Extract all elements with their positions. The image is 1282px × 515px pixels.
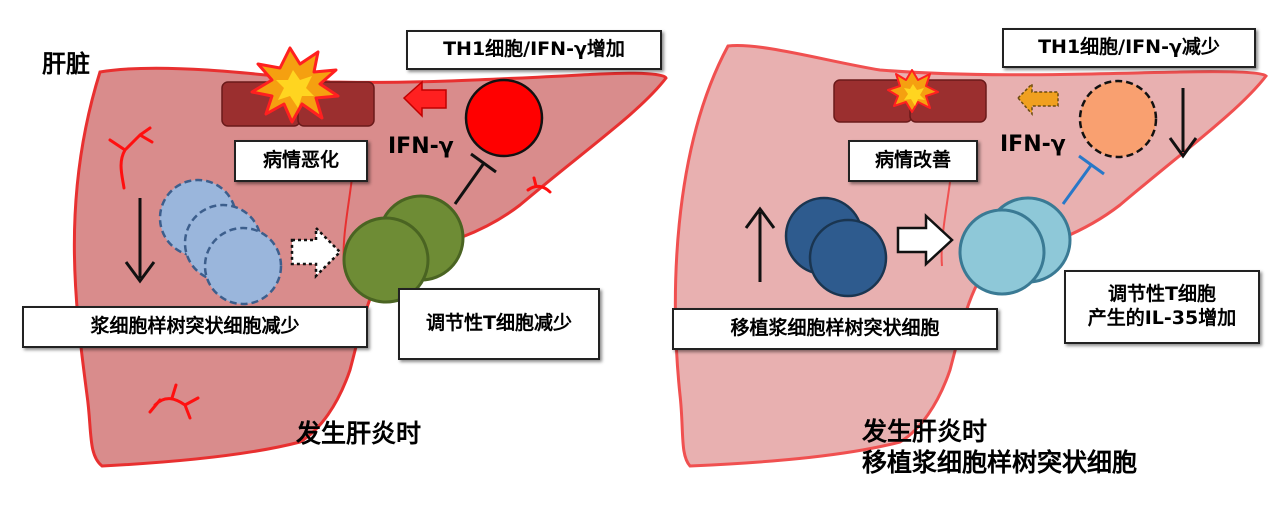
right-panel xyxy=(673,43,1268,468)
right-ifn-label: IFN-γ xyxy=(1000,132,1066,157)
left-condition-box: 病情恶化 xyxy=(234,140,368,182)
left-vessel-3 xyxy=(526,176,552,194)
right-treg-line2: 产生的IL-35增加 xyxy=(1087,307,1237,329)
left-inhibition-line xyxy=(453,162,486,205)
left-ifn-label: IFN-γ xyxy=(388,134,454,159)
left-red-arrow-icon xyxy=(402,80,447,118)
right-caption-line2: 移植浆细胞样树突状细胞 xyxy=(862,448,1138,478)
right-caption: 发生肝炎时 移植浆细胞样树突状细胞 xyxy=(862,416,1137,479)
left-caption-line: 发生肝炎时 xyxy=(296,419,422,448)
left-treg-box: 调节性T细胞减少 xyxy=(398,288,600,360)
left-vessel-2 xyxy=(148,383,200,420)
left-inhibition-bar xyxy=(470,152,497,174)
right-treg-line1: 调节性T细胞 xyxy=(1108,283,1216,306)
right-liver-lobe-line xyxy=(940,181,951,267)
right-dashed-arrow-icon xyxy=(1016,82,1059,116)
left-th1-box: TH1细胞/IFN-γ增加 xyxy=(406,30,662,70)
left-th1-cell xyxy=(464,78,544,158)
left-caption: 发生肝炎时 xyxy=(296,418,421,449)
left-down-arrow-icon xyxy=(124,261,156,284)
left-pdc-box: 浆细胞样树突状细胞减少 xyxy=(22,306,368,348)
right-th1-box: TH1细胞/IFN-γ减少 xyxy=(1002,28,1256,68)
right-inhibition-line xyxy=(1061,163,1094,205)
right-caption-line1: 发生肝炎时 xyxy=(862,417,988,446)
left-treg-cell-front xyxy=(342,216,430,304)
right-white-arrow-icon xyxy=(896,213,954,267)
left-pdc-cell-3 xyxy=(203,226,283,306)
right-up-arrow-icon xyxy=(744,206,776,229)
right-th1-cell xyxy=(1078,79,1158,159)
right-damage-burst-core xyxy=(904,84,925,106)
right-pdc-box: 移植浆细胞样树突状细胞 xyxy=(672,308,998,350)
organ-label: 肝脏 xyxy=(42,50,90,78)
right-treg-box: 调节性T细胞 产生的IL-35增加 xyxy=(1064,270,1260,344)
right-condition-box: 病情改善 xyxy=(848,140,978,182)
right-pdc-cell-2 xyxy=(808,218,888,298)
left-dashed-arrow-icon xyxy=(290,224,342,280)
left-damage-burst-core xyxy=(276,70,314,108)
right-down-arrow-icon xyxy=(1168,137,1198,159)
right-treg-cell-front xyxy=(958,208,1046,296)
left-vessel-1 xyxy=(108,126,154,190)
left-panel xyxy=(72,46,668,468)
right-inhibition-bar xyxy=(1078,154,1105,176)
